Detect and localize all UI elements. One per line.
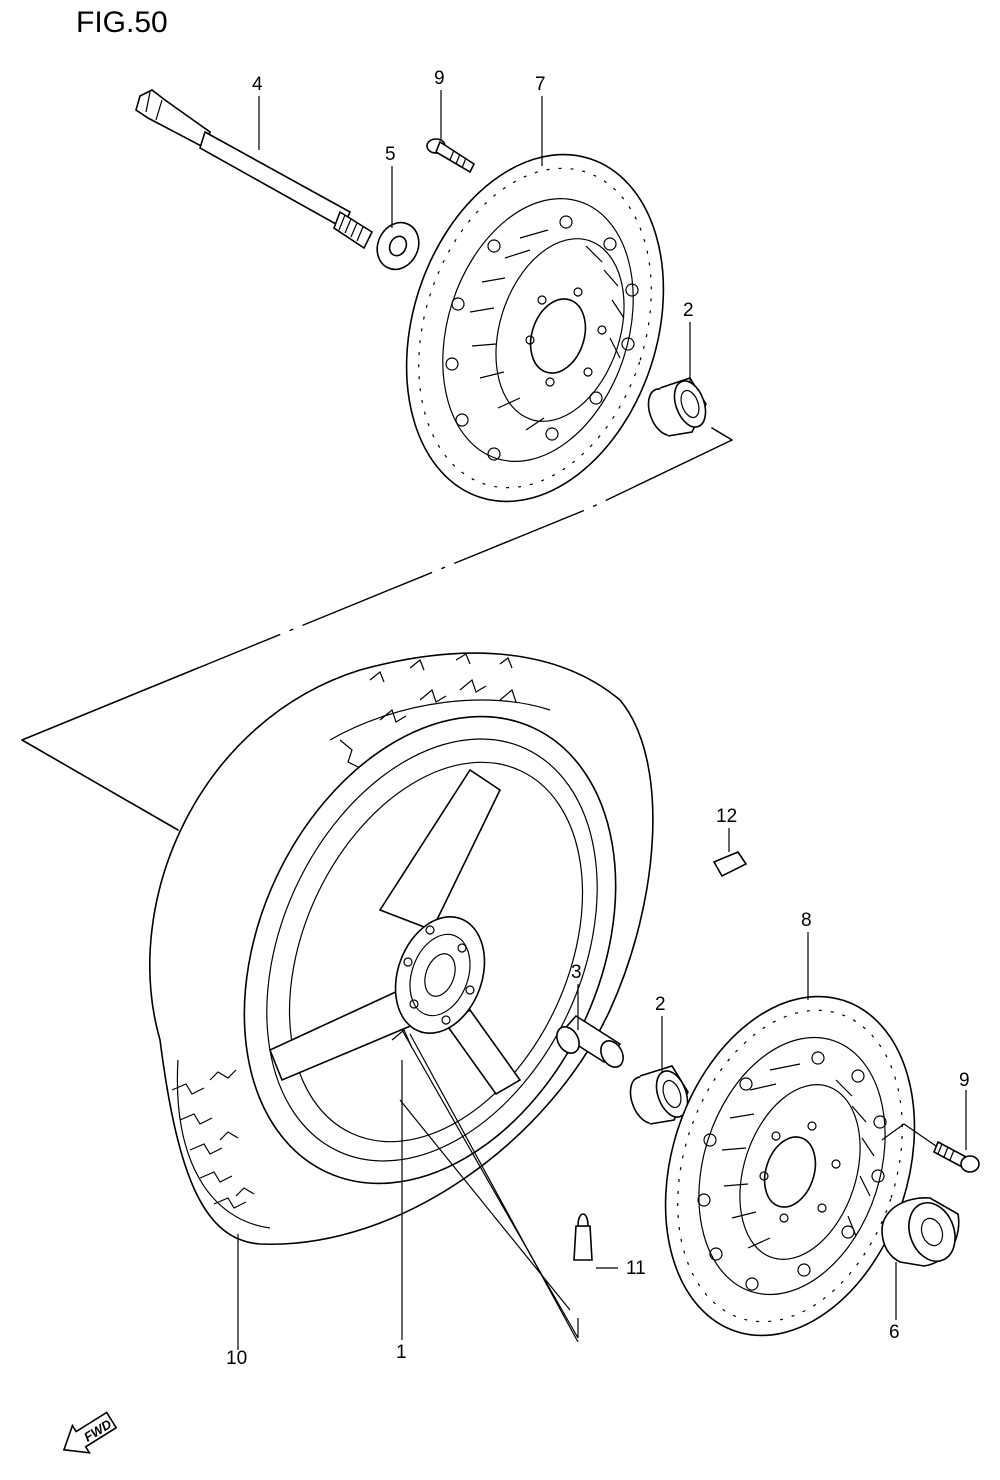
callout-3: 3 bbox=[571, 962, 582, 983]
collar-part-6 bbox=[881, 1197, 960, 1267]
callout-7: 7 bbox=[535, 74, 546, 95]
callout-11: 11 bbox=[626, 1258, 646, 1279]
clip-part-12 bbox=[712, 851, 748, 878]
callout-5: 5 bbox=[385, 144, 396, 165]
callout-8: 8 bbox=[801, 910, 812, 931]
bearing-part-2-bottom bbox=[629, 1065, 689, 1125]
bearing-part-2-top bbox=[647, 377, 707, 437]
callout-12: 12 bbox=[716, 806, 737, 827]
callout-labels: 4 5 9 7 2 12 8 3 2 9 11 6 1 10 bbox=[226, 68, 970, 1369]
callout-6: 6 bbox=[889, 1322, 900, 1343]
callout-9-top: 9 bbox=[434, 68, 445, 89]
callout-1: 1 bbox=[396, 1342, 407, 1363]
valve-part-11 bbox=[573, 1213, 593, 1261]
spacer-part-3 bbox=[556, 1014, 624, 1068]
brake-disc-part-8 bbox=[664, 995, 916, 1337]
fwd-arrow: FWD bbox=[62, 1411, 118, 1454]
washer-part-5 bbox=[376, 221, 420, 271]
figure-title: FIG.50 bbox=[76, 6, 168, 39]
brake-disc-part-7 bbox=[405, 153, 665, 503]
callout-10: 10 bbox=[226, 1348, 247, 1369]
explode-guide-lines bbox=[21, 427, 733, 831]
bolt-part-9-top bbox=[426, 138, 476, 174]
callout-2-bottom: 2 bbox=[655, 994, 666, 1015]
callout-4: 4 bbox=[252, 74, 263, 95]
callout-9-bottom: 9 bbox=[959, 1070, 970, 1091]
wheel-tire-assembly bbox=[149, 652, 654, 1245]
leader-lines bbox=[237, 90, 967, 1350]
callout-2-top: 2 bbox=[683, 300, 694, 321]
bolt-part-9-bottom bbox=[932, 1140, 980, 1173]
axle-part-4 bbox=[135, 89, 374, 250]
